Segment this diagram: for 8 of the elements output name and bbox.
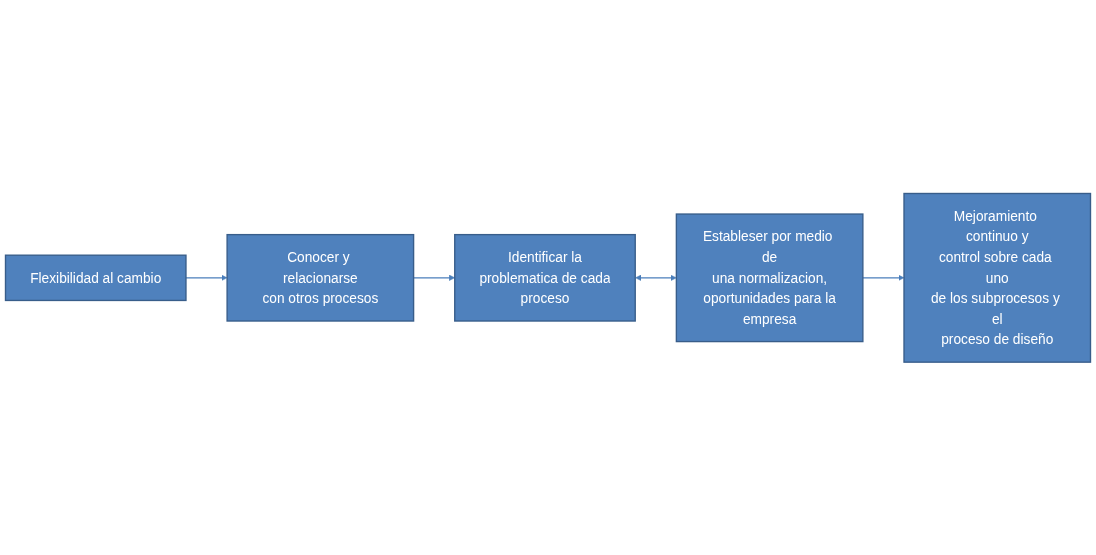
arrow [185, 274, 228, 281]
node-box: Mejoramiento continuo y control sobre cada uno de los subprocesos y el proceso de diseño [903, 192, 1092, 363]
node-box: Conocer y relacionarse con otros procesos [226, 233, 415, 322]
arrow [635, 274, 677, 281]
node-box: Flexibilidad al cambio [4, 254, 187, 301]
arrow [862, 274, 905, 281]
node-box: Identificar la problematica de cada proceso [454, 233, 636, 322]
node-box: Estableser por medio de una normalizacion, oportunidades para la empresa [675, 213, 864, 342]
